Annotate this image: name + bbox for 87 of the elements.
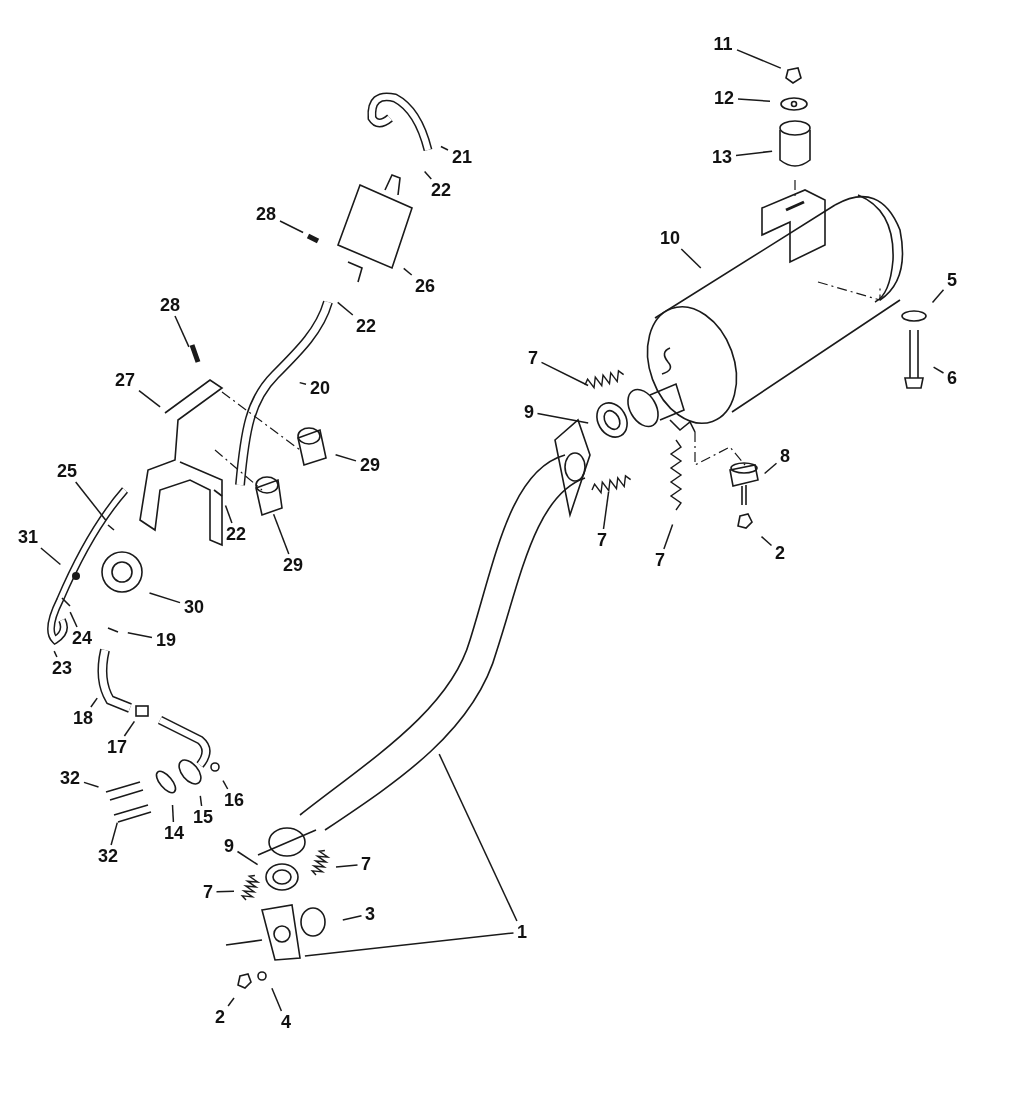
callout-number: 25 [56, 462, 78, 480]
callout-number: 32 [97, 847, 119, 865]
leader-line [304, 932, 515, 957]
leader-line [736, 49, 782, 69]
leader-line [90, 697, 98, 708]
leader-line [83, 781, 100, 788]
leader-line [138, 389, 161, 408]
callout-number: 7 [596, 531, 608, 549]
leader-line [663, 523, 674, 550]
leader-line [735, 150, 773, 157]
leader-line [148, 592, 181, 604]
leader-line [69, 611, 78, 628]
callout-number: 18 [72, 709, 94, 727]
leader-line [438, 753, 518, 922]
leader-line [222, 779, 229, 790]
leader-line [127, 632, 153, 639]
callout-number: 9 [523, 403, 535, 421]
callout-number: 16 [223, 791, 245, 809]
leader-line [536, 412, 589, 424]
callout-number: 32 [59, 769, 81, 787]
leader-line [342, 915, 363, 921]
callout-number: 26 [414, 277, 436, 295]
leader-line [423, 170, 433, 180]
callout-number: 28 [255, 205, 277, 223]
leader-line [763, 462, 778, 475]
callout-number: 3 [364, 905, 376, 923]
leader-line [540, 361, 589, 387]
callout-number: 30 [183, 598, 205, 616]
leader-line [279, 220, 304, 234]
callout-number: 2 [214, 1008, 226, 1026]
callout-number: 7 [654, 551, 666, 569]
callout-number: 8 [779, 447, 791, 465]
callout-number: 27 [114, 371, 136, 389]
callout-number: 29 [282, 556, 304, 574]
callout-number: 4 [280, 1013, 292, 1031]
callout-number: 24 [71, 629, 93, 647]
leader-line [53, 650, 58, 658]
callout-number: 22 [430, 181, 452, 199]
callout-number: 22 [355, 317, 377, 335]
leader-line [602, 491, 610, 530]
leader-line [335, 864, 359, 868]
leader-line [236, 850, 259, 866]
leader-line [199, 795, 203, 807]
leader-line [298, 381, 307, 386]
leader-line [215, 890, 235, 893]
callout-number: 9 [223, 837, 235, 855]
callout-number: 17 [106, 738, 128, 756]
callout-number: 21 [451, 148, 473, 166]
leader-line [174, 315, 190, 348]
leader-line [336, 301, 354, 316]
callout-number: 7 [527, 349, 539, 367]
callout-number: 19 [155, 631, 177, 649]
callout-number: 11 [712, 35, 734, 53]
callout-number: 5 [946, 271, 958, 289]
leader-line [932, 366, 945, 374]
callout-number: 29 [359, 456, 381, 474]
leader-line [40, 547, 62, 566]
callout-number: 22 [225, 525, 247, 543]
callout-number: 15 [192, 808, 214, 826]
callout-number: 1 [516, 923, 528, 941]
callout-number: 10 [659, 229, 681, 247]
callout-number: 20 [309, 379, 331, 397]
leader-line [123, 720, 136, 737]
callout-number: 31 [17, 528, 39, 546]
leader-line [74, 481, 107, 521]
callout-number: 13 [711, 148, 733, 166]
leader-line [171, 804, 175, 823]
leader-line [224, 504, 233, 524]
callout-number: 12 [713, 89, 735, 107]
leader-line [402, 267, 413, 276]
leader-line [680, 248, 702, 269]
callout-number: 14 [163, 824, 185, 842]
leader-line [227, 997, 235, 1007]
leader-line [931, 289, 945, 304]
callout-number: 2 [774, 544, 786, 562]
leader-line [737, 98, 771, 103]
leader-line [440, 145, 449, 151]
leader-line [271, 987, 283, 1012]
callout-number: 7 [360, 855, 372, 873]
leader-line [272, 513, 290, 555]
leader-line [110, 821, 119, 846]
leader-line [760, 535, 773, 547]
callout-number: 6 [946, 369, 958, 387]
callout-number: 28 [159, 296, 181, 314]
callout-number: 23 [51, 659, 73, 677]
leader-line [334, 454, 357, 462]
callout-number: 7 [202, 883, 214, 901]
